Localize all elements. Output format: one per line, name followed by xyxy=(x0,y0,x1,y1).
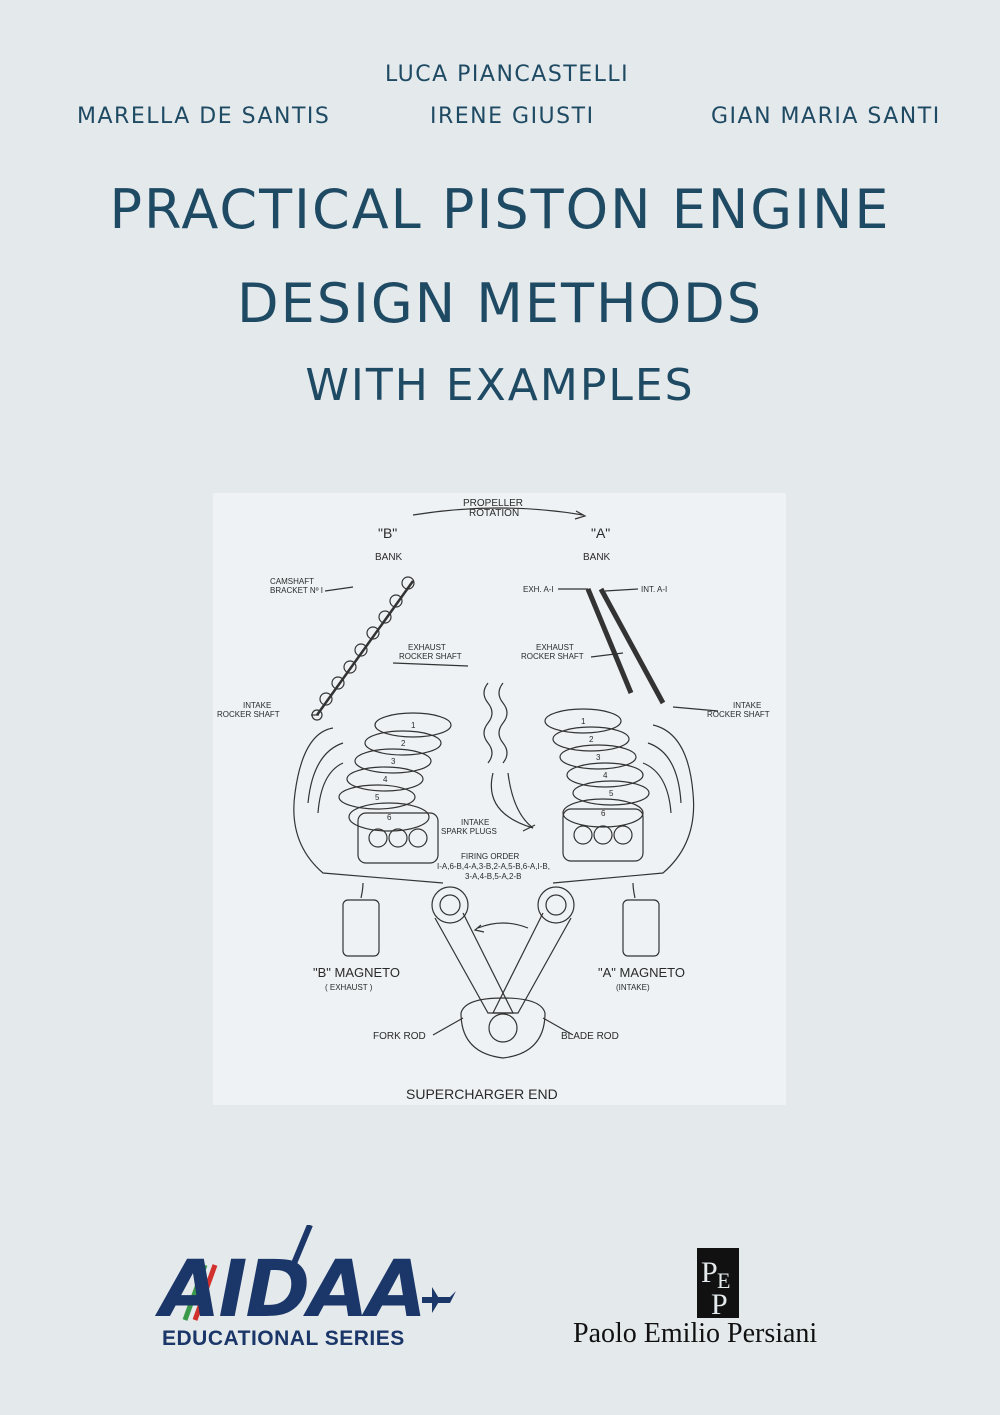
author-irene-giusti: IRENE GIUSTI xyxy=(430,104,595,129)
label-exh-a1: EXH. A-I xyxy=(523,585,554,594)
label-int-a1: INT. A-I xyxy=(641,585,667,594)
cyl-b-2: 2 xyxy=(401,739,406,748)
label-spark-plugs: SPARK PLUGS xyxy=(441,827,497,836)
label-camshaft: CAMSHAFT xyxy=(270,577,314,586)
aidaa-wordmark: AIDAA xyxy=(160,1245,427,1335)
label-bank-a-word: BANK xyxy=(583,552,611,563)
label-firing-seq-1: I-A,6-B,4-A,3-B,2-A,5-B,6-A,I-B, xyxy=(437,862,550,871)
label-b-magneto-exhaust: ( EXHAUST ) xyxy=(325,983,373,992)
label-supercharger-end: SUPERCHARGER END xyxy=(406,1086,558,1102)
label-a-magneto: "A" MAGNETO xyxy=(598,965,685,980)
label-intake-rocker-b: ROCKER SHAFT xyxy=(217,710,280,719)
svg-text:P: P xyxy=(711,1288,728,1318)
aidaa-logo: AIDAA EDUCATIONAL SERIES xyxy=(160,1225,460,1360)
author-marella-de-santis: MARELLA DE SANTIS xyxy=(77,104,331,129)
label-camshaft-bracket: BRACKET Nº I xyxy=(270,586,323,595)
label-b-magneto: "B" MAGNETO xyxy=(313,965,400,980)
label-bank-b-letter: "B" xyxy=(378,525,397,541)
pep-monogram-icon: P E P xyxy=(697,1248,739,1318)
label-a-magneto-intake: (INTAKE) xyxy=(616,983,650,992)
book-subtitle: WITH EXAMPLES xyxy=(305,360,695,411)
b-bank-cylinders xyxy=(293,712,452,884)
label-blade-rod: BLADE ROD xyxy=(561,1031,619,1042)
label-intake-b: INTAKE xyxy=(243,701,271,710)
label-propeller: PROPELLER xyxy=(463,498,523,509)
a-magneto-body xyxy=(622,899,660,957)
label-bank-b-word: BANK xyxy=(375,552,403,563)
label-bank-a-letter: "A" xyxy=(591,525,610,541)
cyl-a-2: 2 xyxy=(589,735,594,744)
engine-diagram-svg: PROPELLER ROTATION "B" BANK "A" BANK CAM… xyxy=(217,498,770,1102)
label-exhaust-rocker-a: ROCKER SHAFT xyxy=(521,652,584,661)
cyl-b-5: 5 xyxy=(375,793,380,802)
book-title-line-2: DESIGN METHODS xyxy=(237,272,763,335)
cyl-a-3: 3 xyxy=(596,753,601,762)
b-bank-rockers xyxy=(311,576,415,721)
figure-labels: PROPELLER ROTATION "B" BANK "A" BANK CAM… xyxy=(217,498,770,1102)
aidaa-accent-icon xyxy=(182,1225,456,1321)
engine-diagram: PROPELLER ROTATION "B" BANK "A" BANK CAM… xyxy=(213,493,786,1105)
label-intake-a: INTAKE xyxy=(733,701,761,710)
cyl-b-1: 1 xyxy=(411,721,416,730)
label-exhaust-a: EXHAUST xyxy=(536,643,574,652)
label-exhaust-rocker-b: ROCKER SHAFT xyxy=(399,652,462,661)
cyl-b-3: 3 xyxy=(391,757,396,766)
cyl-a-5: 5 xyxy=(609,789,614,798)
svg-text:E: E xyxy=(717,1268,730,1293)
label-exhaust-b: EXHAUST xyxy=(408,643,446,652)
label-firing-order: FIRING ORDER xyxy=(461,852,519,861)
book-title-line-1: PRACTICAL PISTON ENGINE xyxy=(109,178,891,241)
svg-text:P: P xyxy=(701,1256,718,1289)
cyl-b-4: 4 xyxy=(383,775,388,784)
cyl-b-6: 6 xyxy=(387,813,392,822)
publisher-name: Paolo Emilio Persiani xyxy=(573,1318,818,1349)
label-fork-rod: FORK ROD xyxy=(373,1031,426,1042)
author-luca-piancastelli: LUCA PIANCASTELLI xyxy=(385,62,630,87)
cyl-a-1: 1 xyxy=(581,717,586,726)
spark-plug-cluster xyxy=(483,682,534,829)
label-firing-seq-2: 3-A,4-B,5-A,2-B xyxy=(465,872,521,881)
cyl-a-4: 4 xyxy=(603,771,608,780)
a-bank-cylinders xyxy=(544,708,695,884)
label-rotation: ROTATION xyxy=(469,508,519,519)
aidaa-educational-series: EDUCATIONAL SERIES xyxy=(162,1327,405,1350)
label-intake-rocker-a: ROCKER SHAFT xyxy=(707,710,770,719)
cyl-a-6: 6 xyxy=(601,809,606,818)
label-spark-intake: INTAKE xyxy=(461,818,489,827)
author-gian-maria-santi: GIAN MARIA SANTI xyxy=(711,104,941,129)
b-magneto-body xyxy=(342,899,380,957)
